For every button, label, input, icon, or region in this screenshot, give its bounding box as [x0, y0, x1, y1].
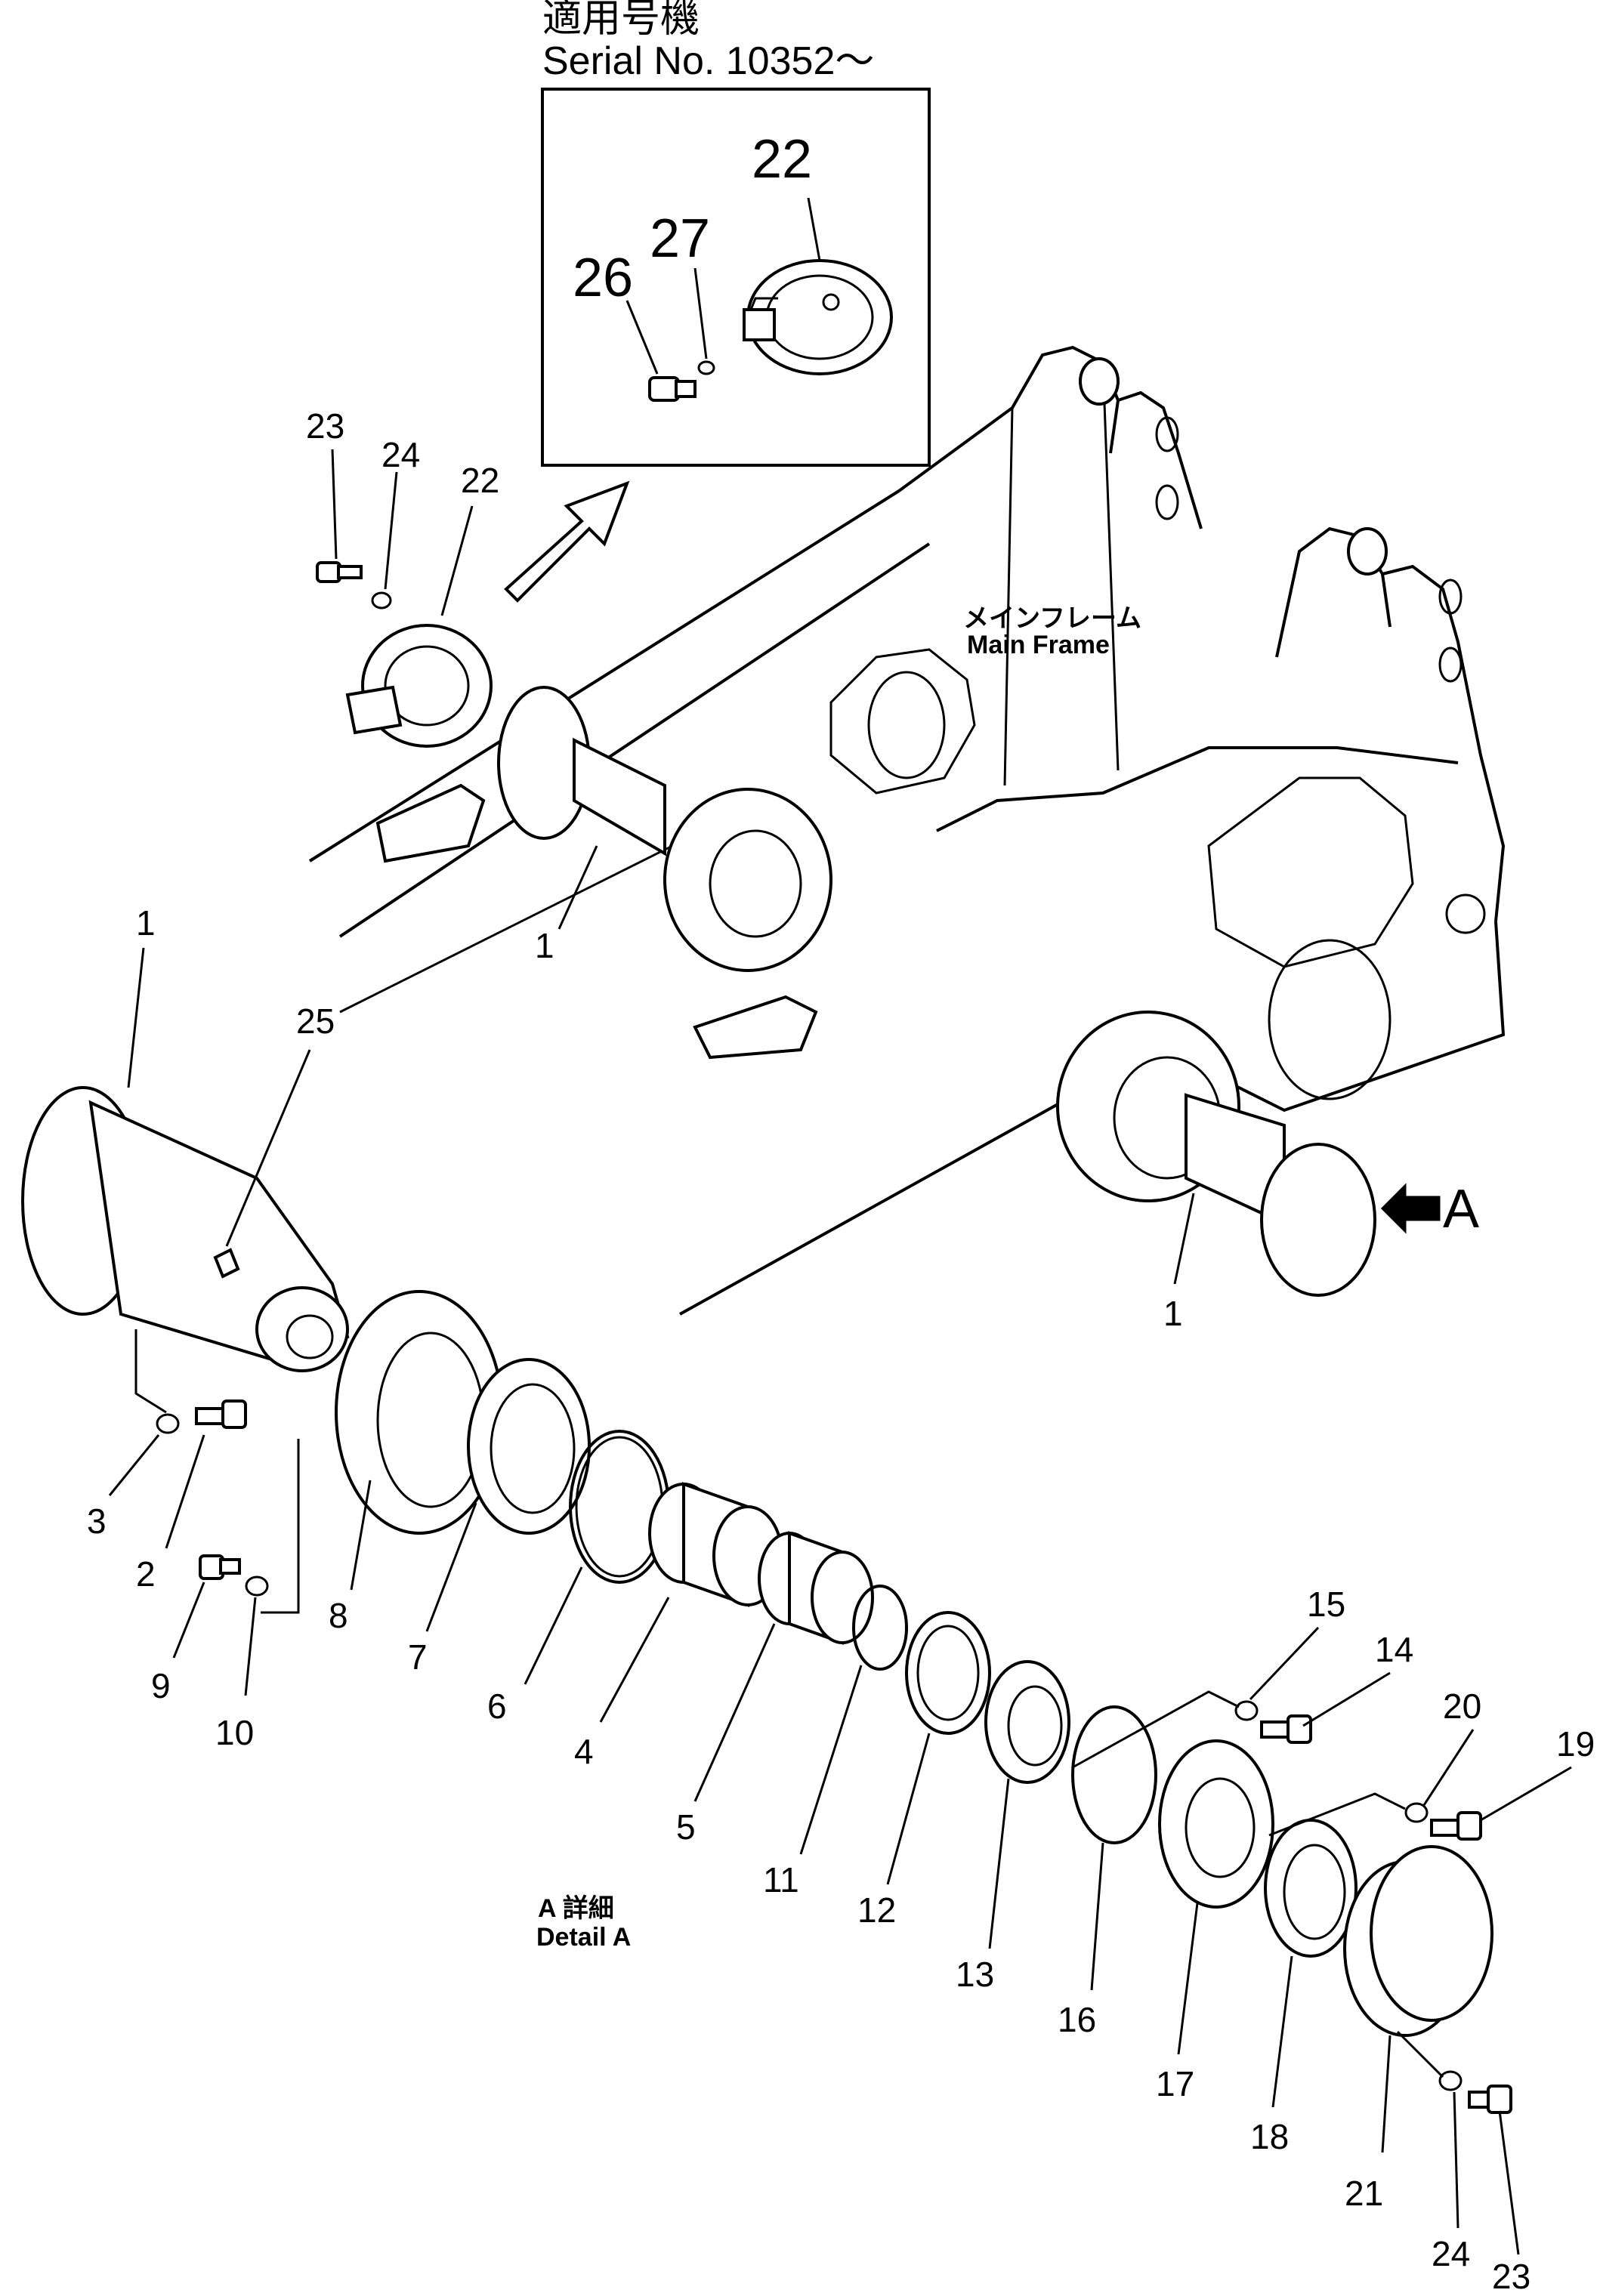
callout-14: 14	[1375, 1630, 1413, 1669]
part-12-ring	[905, 1611, 991, 1735]
part-14-bolt	[1260, 1714, 1312, 1744]
part-19-bolt	[1430, 1811, 1482, 1841]
callout-22-top: 22	[461, 461, 499, 500]
callout-23-top: 23	[306, 406, 344, 446]
callout-2: 2	[136, 1554, 156, 1594]
callout-6: 6	[487, 1687, 507, 1726]
upper-pivot-shaft-1	[497, 686, 832, 972]
inset-callout-26: 26	[573, 248, 633, 308]
upper-washer-24	[371, 591, 392, 609]
part-11-oring	[852, 1585, 908, 1671]
part-23-bolt-lower	[1468, 2085, 1512, 2114]
part-13-seal	[984, 1660, 1070, 1784]
applicable-serial-jp: 適用号機	[542, 0, 700, 41]
part-10-washer	[245, 1575, 269, 1597]
part-21-cover	[1343, 1845, 1493, 2037]
part-5-bushing	[758, 1531, 874, 1645]
callout-11: 11	[763, 1860, 799, 1899]
detail-a-en: Detail A	[536, 1923, 631, 1952]
callout-16: 16	[1058, 2000, 1096, 2039]
part-9-bolt	[199, 1554, 241, 1580]
part-18-bearing	[1264, 1819, 1358, 1958]
part-6-oring-inner	[575, 1436, 664, 1578]
part-16-oring	[1071, 1705, 1157, 1844]
detail-a-jp: A 詳細	[538, 1894, 614, 1923]
right-pivot-shaft-1	[1056, 1011, 1376, 1297]
callout-1-left: 1	[136, 903, 156, 943]
callout-10: 10	[215, 1713, 254, 1752]
part-17-retainer	[1158, 1739, 1274, 1909]
inset-oring-27	[697, 360, 715, 375]
callout-20: 20	[1443, 1687, 1481, 1726]
callout-13: 13	[956, 1955, 994, 1994]
inset-arrow	[504, 480, 630, 603]
callout-7: 7	[408, 1637, 428, 1677]
exploded-pivot-shaft-1	[21, 1086, 350, 1372]
callout-5: 5	[676, 1807, 696, 1847]
inset-bracket-22	[743, 259, 893, 375]
callout-4: 4	[574, 1732, 594, 1771]
callout-1-upper: 1	[535, 926, 554, 965]
callout-24-bottom: 24	[1432, 2234, 1470, 2273]
main-frame	[308, 345, 1506, 1316]
callout-25: 25	[296, 1001, 335, 1041]
detail-a-label: A	[1443, 1179, 1479, 1239]
callout-3: 3	[87, 1501, 107, 1541]
part-3-washer	[156, 1413, 180, 1434]
callout-9: 9	[151, 1666, 171, 1705]
part-24-washer-lower	[1438, 2070, 1463, 2091]
inset-detail-box: 22 27 26	[541, 88, 931, 467]
callout-8: 8	[329, 1596, 348, 1635]
callout-21: 21	[1345, 2174, 1383, 2213]
callout-17: 17	[1156, 2064, 1194, 2103]
leader-lines	[108, 449, 1572, 2255]
upper-bracket-22	[345, 624, 493, 748]
part-2-bolt	[195, 1400, 247, 1429]
main-frame-label-jp: メインフレーム	[963, 604, 1141, 633]
callout-15: 15	[1307, 1585, 1345, 1624]
inset-callout-27: 27	[650, 208, 710, 269]
serial-number: Serial No. 10352～	[542, 39, 874, 83]
inset-callout-22: 22	[752, 129, 812, 190]
inset-bolt-26	[648, 376, 697, 402]
callout-12: 12	[857, 1890, 896, 1930]
plug-25	[213, 1248, 240, 1279]
upper-bolt-23	[316, 561, 363, 583]
callout-24-top: 24	[381, 435, 420, 474]
callout-1-right: 1	[1163, 1294, 1183, 1333]
main-frame-label-en: Main Frame	[967, 631, 1110, 659]
part-15-washer	[1234, 1700, 1259, 1721]
part-20-washer	[1404, 1802, 1429, 1823]
callout-18: 18	[1250, 2117, 1289, 2156]
callout-23-bottom: 23	[1492, 2257, 1531, 2292]
detail-a-arrow	[1380, 1183, 1441, 1234]
callout-19: 19	[1556, 1724, 1595, 1764]
